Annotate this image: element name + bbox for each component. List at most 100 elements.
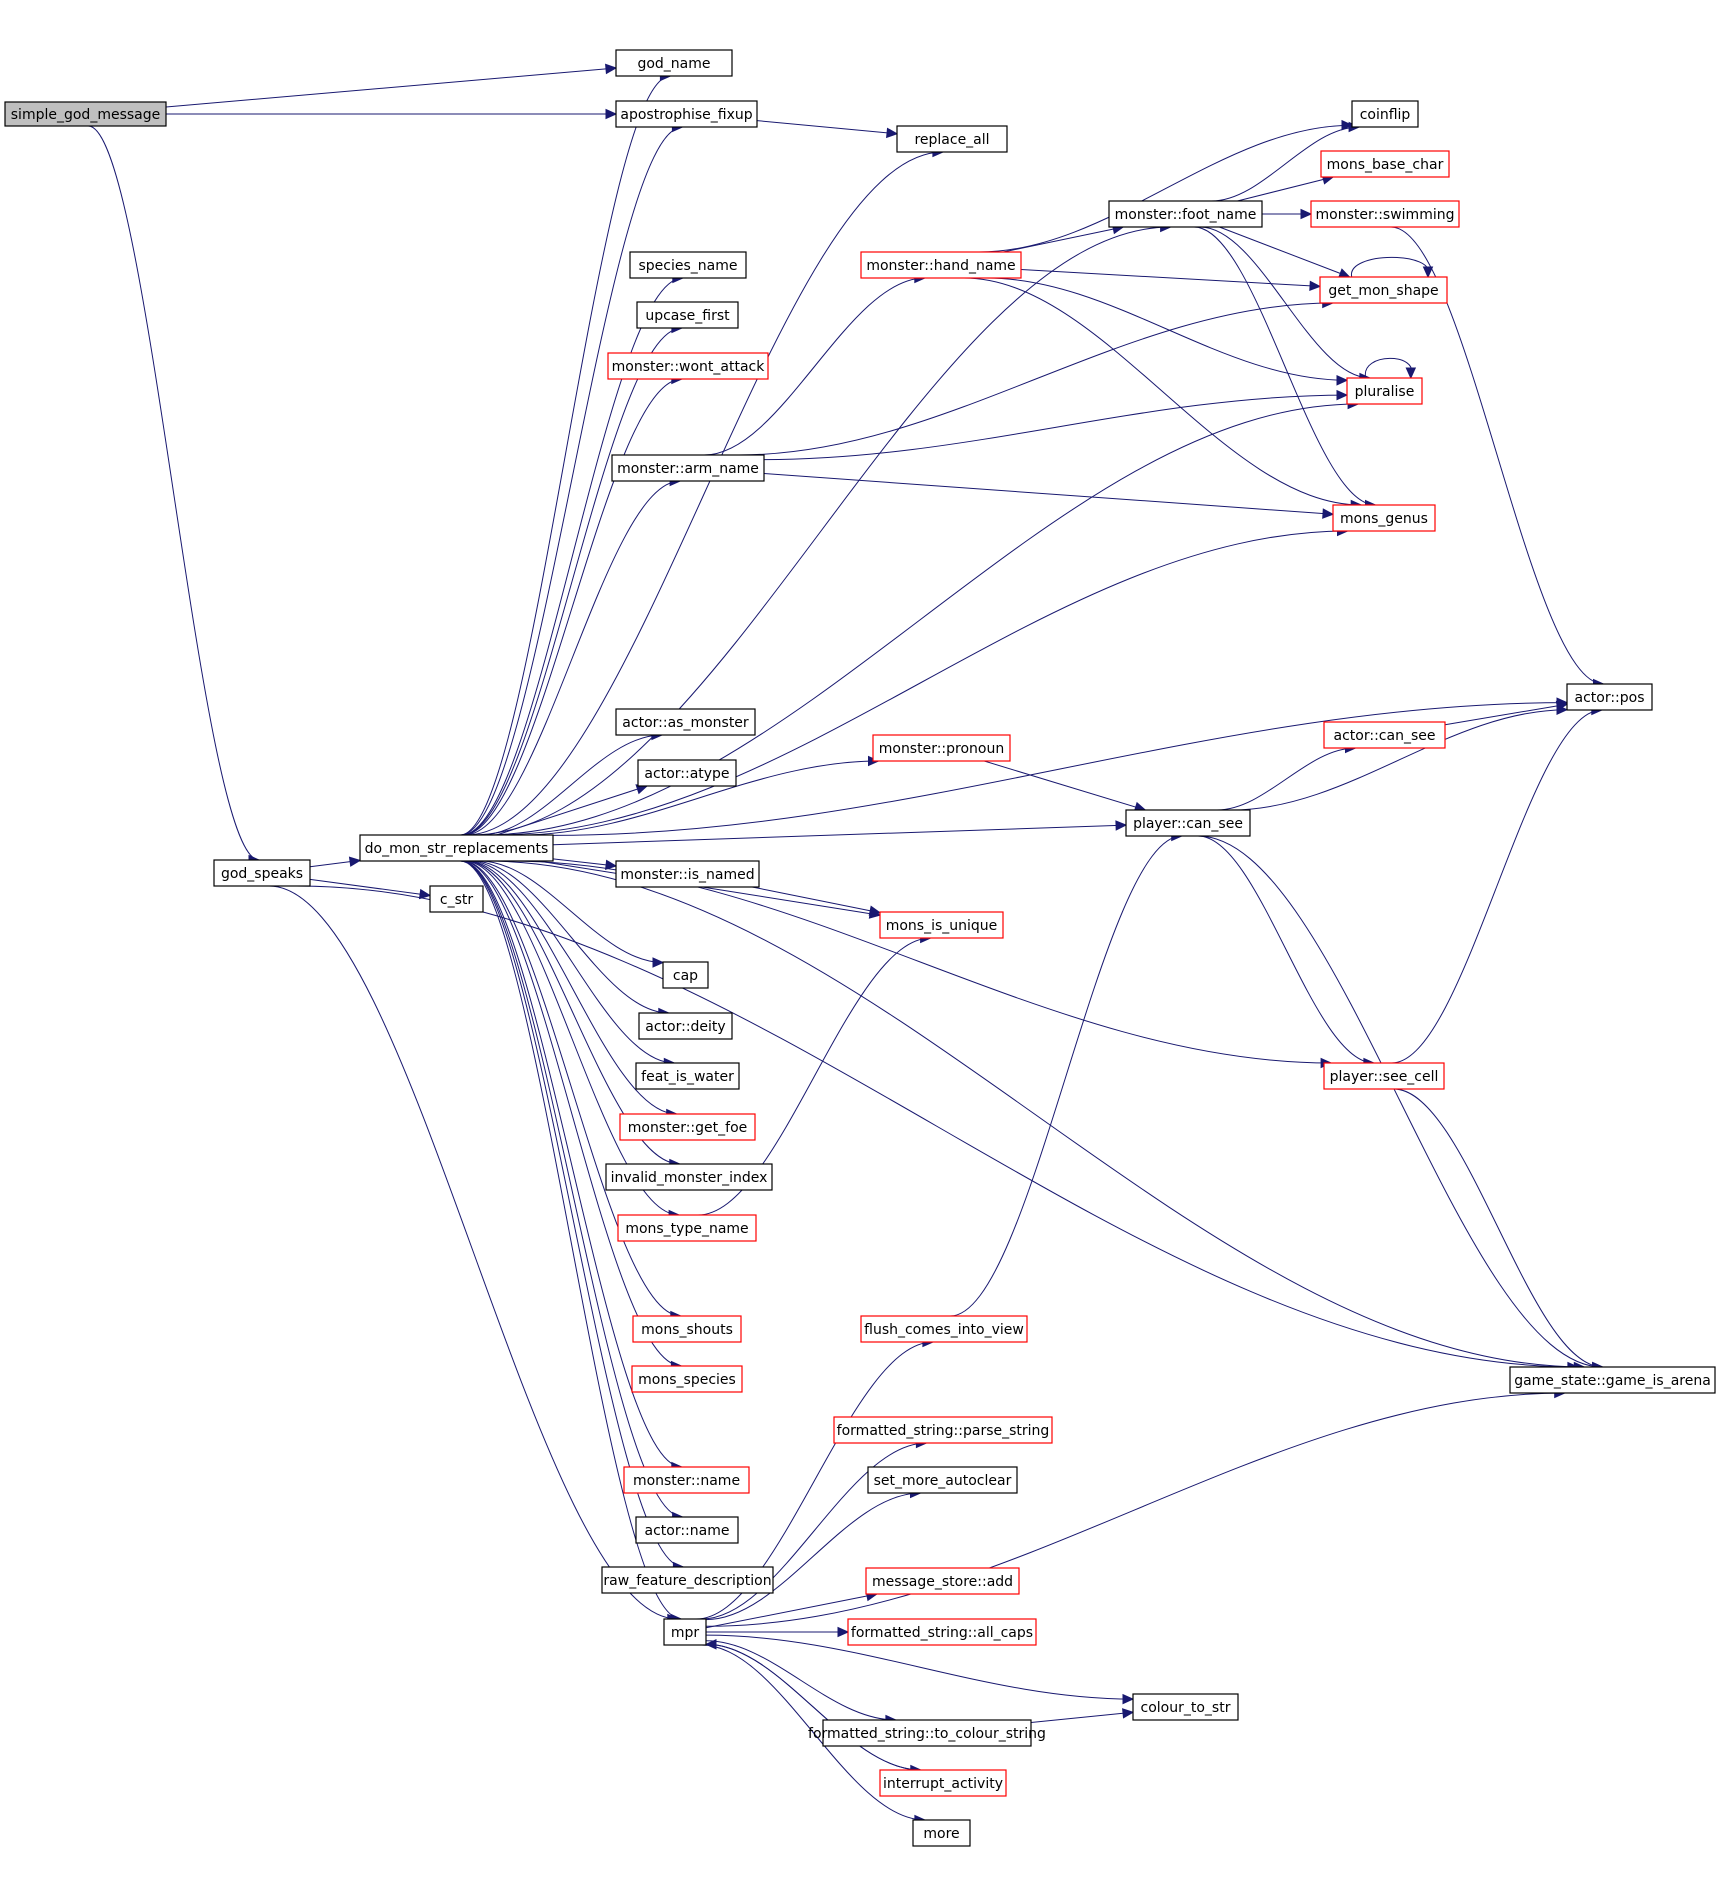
- edge-do_mon_str-to-game_is_arena-line: [484, 860, 1585, 1368]
- edge-do_mon_str-to-mpr: [460, 860, 683, 1625]
- node-apostrophise_fixup[interactable]: apostrophise_fixup: [615, 100, 758, 128]
- edge-do_mon_str-to-mons_shouts-line: [462, 860, 681, 1317]
- node-actor_name[interactable]: actor::name: [635, 1516, 739, 1544]
- node-as_monster-label: actor::as_monster: [622, 715, 749, 731]
- node-deity-label: actor::deity: [645, 1019, 725, 1035]
- edge-mpr-to-set_more_autoclear-line: [705, 1492, 921, 1621]
- node-species_name[interactable]: species_name: [629, 251, 747, 279]
- node-replace_all[interactable]: replace_all: [896, 125, 1008, 153]
- edge-foot_name-to-pluralise: [1200, 226, 1372, 384]
- node-feat_is_water[interactable]: feat_is_water: [635, 1062, 740, 1090]
- node-parse_string[interactable]: formatted_string::parse_string: [833, 1416, 1053, 1444]
- node-coinflip[interactable]: coinflip: [1351, 100, 1419, 128]
- node-actor_pos[interactable]: actor::pos: [1566, 683, 1653, 711]
- node-god_speaks[interactable]: god_speaks: [213, 859, 311, 887]
- edge-simple_god_message-to-god_speaks-line: [88, 125, 260, 861]
- edge-do_mon_str-to-player_can_see: [552, 820, 1128, 846]
- node-game_is_arena[interactable]: game_state::game_is_arena: [1509, 1366, 1716, 1394]
- node-all_caps[interactable]: formatted_string::all_caps: [847, 1618, 1037, 1646]
- node-to_colour_string[interactable]: formatted_string::to_colour_string: [808, 1719, 1046, 1747]
- node-is_named[interactable]: monster::is_named: [615, 860, 760, 888]
- node-interrupt_activity[interactable]: interrupt_activity: [879, 1769, 1007, 1797]
- node-flush_comes_into_view[interactable]: flush_comes_into_view: [860, 1315, 1028, 1343]
- node-get_mon_shape[interactable]: get_mon_shape: [1319, 276, 1448, 304]
- node-mons_shouts[interactable]: mons_shouts: [632, 1315, 742, 1343]
- node-flush_comes_into_view-label: flush_comes_into_view: [864, 1322, 1024, 1338]
- edge-do_mon_str-to-pronoun-line: [519, 760, 879, 836]
- node-god_name[interactable]: god_name: [615, 49, 733, 77]
- node-see_cell[interactable]: player::see_cell: [1323, 1062, 1445, 1090]
- node-parse_string-label: formatted_string::parse_string: [837, 1423, 1050, 1439]
- node-raw_feature_description[interactable]: raw_feature_description: [601, 1566, 774, 1594]
- edge-flush_comes_into_view-to-player_can_see: [950, 830, 1183, 1317]
- edge-do_mon_str-to-deity-line: [473, 860, 669, 1014]
- edge-mpr-to-game_is_arena-line: [705, 1392, 1565, 1627]
- node-mons_is_unique[interactable]: mons_is_unique: [879, 911, 1004, 939]
- node-atype-label: actor::atype: [644, 766, 729, 782]
- edge-do_mon_str-to-foot_name-line: [471, 226, 1171, 836]
- node-wont_attack[interactable]: monster::wont_attack: [607, 352, 769, 380]
- edge-god_speaks-to-game_is_arena: [296, 885, 1580, 1373]
- node-upcase_first-label: upcase_first: [645, 308, 730, 324]
- node-actor_can_see[interactable]: actor::can_see: [1323, 721, 1446, 749]
- node-invalid_monster_index-box: [605, 1163, 773, 1191]
- node-god_speaks-box: [213, 859, 311, 887]
- node-invalid_monster_index[interactable]: invalid_monster_index: [605, 1163, 773, 1191]
- node-all_caps-label: formatted_string::all_caps: [851, 1625, 1033, 1641]
- node-foot_name-box: [1108, 200, 1263, 228]
- edge-hand_name-to-pluralise-arrow: [1336, 375, 1349, 386]
- edge-flush_comes_into_view-to-player_can_see-line: [950, 835, 1182, 1317]
- node-pluralise[interactable]: pluralise: [1346, 377, 1423, 405]
- edge-do_mon_str-to-atype: [496, 784, 649, 836]
- edge-do_mon_str-to-actor_name: [460, 860, 684, 1523]
- node-monster_name[interactable]: monster::name: [623, 1466, 750, 1494]
- edge-hand_name-to-get_mon_shape: [1020, 269, 1322, 292]
- node-do_mon_str[interactable]: do_mon_str_replacements: [359, 834, 554, 862]
- node-apostrophise_fixup-box: [615, 100, 758, 128]
- node-mons_base_char[interactable]: mons_base_char: [1320, 150, 1450, 178]
- edge-apostrophise_fixup-to-replace_all-line: [756, 120, 898, 135]
- node-mons_genus[interactable]: mons_genus: [1332, 504, 1436, 532]
- node-colour_to_str[interactable]: colour_to_str: [1132, 1693, 1239, 1721]
- node-mons_genus-box: [1332, 504, 1436, 532]
- edge-hand_name-to-coinflip-line: [979, 124, 1353, 253]
- node-player_can_see[interactable]: player::can_see: [1125, 809, 1251, 837]
- node-arm_name[interactable]: monster::arm_name: [611, 454, 765, 482]
- edge-foot_name-to-mons_genus-line: [1193, 226, 1376, 506]
- node-deity[interactable]: actor::deity: [638, 1012, 733, 1040]
- node-c_str-label: c_str: [440, 892, 473, 908]
- node-set_more_autoclear[interactable]: set_more_autoclear: [867, 1466, 1018, 1494]
- node-mpr[interactable]: mpr: [663, 1618, 707, 1646]
- edge-player_can_see-to-game_is_arena-line: [1197, 835, 1603, 1368]
- node-cap[interactable]: cap: [662, 961, 709, 989]
- node-actor_can_see-label: actor::can_see: [1334, 728, 1436, 744]
- node-interrupt_activity-label: interrupt_activity: [883, 1776, 1003, 1792]
- node-get_foe[interactable]: monster::get_foe: [619, 1113, 756, 1141]
- edge-hand_name-to-mons_genus-line: [963, 277, 1362, 506]
- node-more[interactable]: more: [912, 1819, 971, 1847]
- node-colour_to_str-box: [1132, 1693, 1239, 1721]
- node-atype[interactable]: actor::atype: [637, 759, 737, 787]
- edge-mpr-to-to_colour_string-line: [705, 1640, 896, 1721]
- node-get_mon_shape-label: get_mon_shape: [1328, 283, 1438, 299]
- node-as_monster[interactable]: actor::as_monster: [615, 708, 756, 736]
- node-message_store_add[interactable]: message_store::add: [865, 1567, 1020, 1595]
- edge-arm_name-to-mons_genus-line: [763, 473, 1334, 515]
- node-foot_name[interactable]: monster::foot_name: [1108, 200, 1263, 228]
- edge-actor_can_see-to-actor_pos-line: [1444, 703, 1568, 726]
- edge-do_mon_str-to-feat_is_water-line: [469, 860, 675, 1064]
- node-swimming[interactable]: monster::swimming: [1310, 200, 1460, 228]
- node-is_named-box: [615, 860, 760, 888]
- edge-foot_name-to-coinflip-line: [1211, 126, 1360, 202]
- node-mons_shouts-box: [632, 1315, 742, 1343]
- node-mons_species[interactable]: mons_species: [631, 1365, 743, 1393]
- node-mons_type_name[interactable]: mons_type_name: [617, 1214, 757, 1242]
- node-hand_name[interactable]: monster::hand_name: [860, 251, 1022, 279]
- node-pronoun[interactable]: monster::pronoun: [872, 734, 1011, 762]
- node-upcase_first[interactable]: upcase_first: [636, 301, 739, 329]
- edge-do_mon_str-to-atype-line: [496, 785, 648, 836]
- edge-do_mon_str-to-cap-line: [479, 860, 664, 963]
- node-c_str[interactable]: c_str: [429, 885, 484, 913]
- node-simple_god_message[interactable]: simple_god_message: [4, 101, 167, 127]
